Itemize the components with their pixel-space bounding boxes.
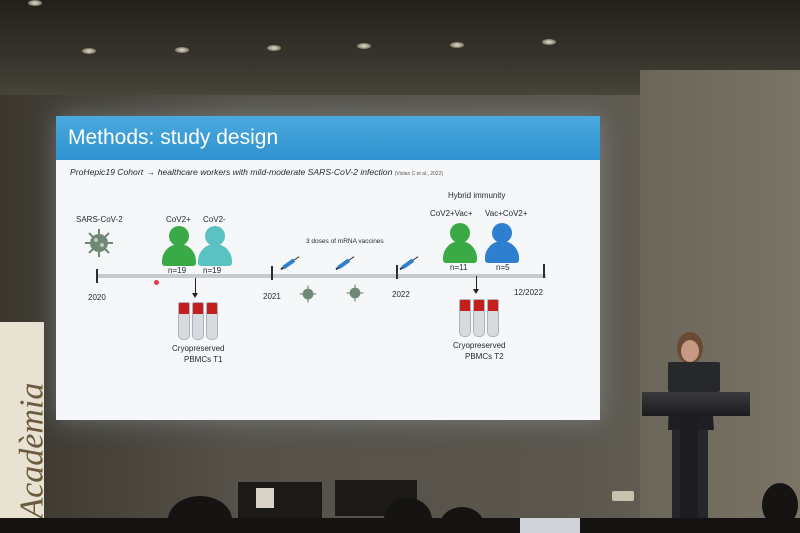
ceiling-light	[175, 47, 189, 53]
sample-tubes-icon	[178, 302, 222, 340]
citation: (Violan C et al., 2022)	[394, 171, 444, 177]
group1-n: n=19	[168, 266, 187, 275]
vaccines-label: 3 doses of mRNA vaccines	[306, 238, 384, 245]
group4-n: n=5	[496, 263, 510, 272]
laptop	[668, 362, 720, 392]
person-icon	[442, 223, 478, 263]
syringe-icon	[399, 256, 419, 271]
cryo1-line2: PBMCs T1	[184, 355, 223, 364]
wall-outlet	[612, 491, 634, 501]
ceiling-light	[28, 0, 42, 6]
academia-banner: l'Acadèmia	[0, 322, 44, 533]
person-icon	[197, 226, 233, 266]
virus-icon	[85, 229, 113, 257]
person-icon	[161, 226, 197, 266]
year-2021: 2021	[263, 292, 281, 301]
group2-n: n=19	[203, 266, 222, 275]
ceiling-light	[82, 48, 96, 54]
year-2022: 2022	[392, 290, 410, 299]
slide-header: Methods: study design	[56, 116, 600, 160]
arrow-down-icon	[192, 278, 198, 298]
laser-pointer-dot	[154, 280, 159, 285]
timeline-axis	[96, 274, 546, 278]
arrow-down-icon	[473, 276, 479, 294]
cryo2-line2: PBMCs T2	[465, 352, 504, 361]
lectern-stand	[680, 416, 698, 533]
ceiling-light	[267, 45, 281, 51]
cohort-description: healthcare workers with mild-moderate SA…	[157, 167, 393, 177]
cryo2-line1: Cryopreserved	[453, 341, 506, 350]
cryo1-line1: Cryopreserved	[172, 344, 225, 353]
syringe-icon	[280, 256, 300, 271]
side-wall	[640, 70, 800, 533]
group1-label: CoV2+	[166, 215, 191, 224]
timeline-tick	[396, 265, 398, 279]
virus-icon	[299, 285, 317, 303]
virus-icon	[346, 284, 364, 302]
ceiling-light	[542, 39, 556, 45]
ceiling-light	[450, 42, 464, 48]
timeline-tick	[543, 264, 545, 278]
cohort-line: ProHepic19 Cohort→healthcare workers wit…	[70, 167, 443, 177]
ceiling	[0, 0, 800, 95]
group3-label: CoV2+Vac+	[430, 209, 473, 218]
group3-n: n=11	[450, 263, 468, 272]
cohort-name: ProHepic19 Cohort	[70, 167, 144, 177]
cohort-arrow: →	[146, 167, 155, 177]
sample-tubes-icon	[459, 299, 503, 337]
audience-silhouettes	[0, 480, 800, 533]
lectern	[642, 392, 750, 416]
timeline-tick	[96, 269, 98, 283]
slide-title: Methods: study design	[68, 126, 279, 149]
person-icon	[484, 223, 520, 263]
projection-screen: Methods: study design ProHepic19 Cohort→…	[56, 116, 600, 420]
year-2020: 2020	[88, 293, 106, 302]
ceiling-light	[357, 43, 371, 49]
date-end: 12/2022	[514, 288, 543, 297]
group2-label: CoV2-	[203, 215, 226, 224]
group4-label: Vac+CoV2+	[485, 209, 528, 218]
virus-label: SARS-CoV-2	[76, 215, 123, 224]
hybrid-immunity-label: Hybrid immunity	[448, 191, 506, 200]
timeline-tick	[271, 266, 273, 280]
syringe-icon	[335, 256, 355, 271]
